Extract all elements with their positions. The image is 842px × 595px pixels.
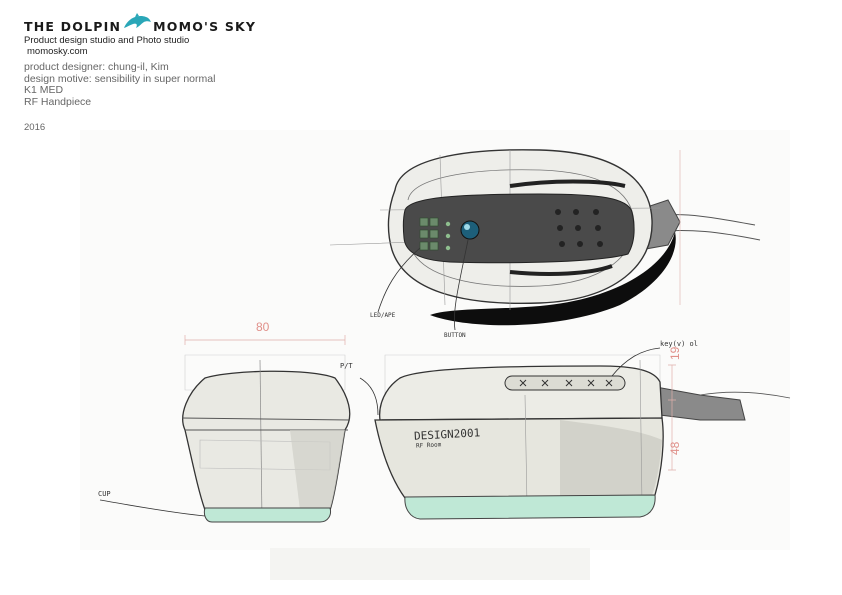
- top-height-dimension: 19: [668, 346, 682, 360]
- side-view-right-sketch: [359, 347, 791, 520]
- label-cup: CUP: [98, 490, 111, 498]
- width-dimension: 80: [256, 320, 270, 334]
- label-indicator: LED/APE: [370, 312, 396, 319]
- website-text: momosky.com: [27, 46, 88, 57]
- round-button-icon: [460, 220, 480, 240]
- logo-right-text: MOMO'S SKY: [153, 19, 257, 34]
- product-line: RF Handpiece: [24, 95, 92, 108]
- side-right-cap: [379, 365, 663, 421]
- project-info: product designer: chung-il, Kim design m…: [24, 61, 216, 108]
- dolphin-icon: [124, 13, 152, 28]
- side-left-base: [203, 507, 331, 523]
- tagline: Product design studio and Photo studio: [24, 35, 190, 46]
- side-view-left-sketch: [99, 335, 351, 523]
- top-view-sketch: [329, 149, 761, 331]
- body-height-dimension: 48: [668, 441, 682, 455]
- top-view-shadow: [430, 232, 676, 326]
- brand-header: THE DOLPIN MOMO'S SKY Product design stu…: [24, 12, 256, 57]
- logo-left-text: THE DOLPIN: [24, 19, 122, 34]
- designer-line: product designer: chung-il, Kim: [24, 61, 169, 73]
- label-pt: P/T: [340, 362, 353, 370]
- label-button: BUTTON: [444, 332, 466, 339]
- year-text: 2016: [24, 122, 46, 133]
- motive-line: design motive: sensibility in super norm…: [24, 72, 216, 85]
- side-right-base: [404, 494, 656, 520]
- label-top: key(v) ol: [660, 340, 698, 348]
- front-subtext: RF Room: [415, 441, 442, 450]
- logo: THE DOLPIN MOMO'S SKY: [24, 12, 256, 34]
- model-line: K1 MED: [24, 84, 64, 96]
